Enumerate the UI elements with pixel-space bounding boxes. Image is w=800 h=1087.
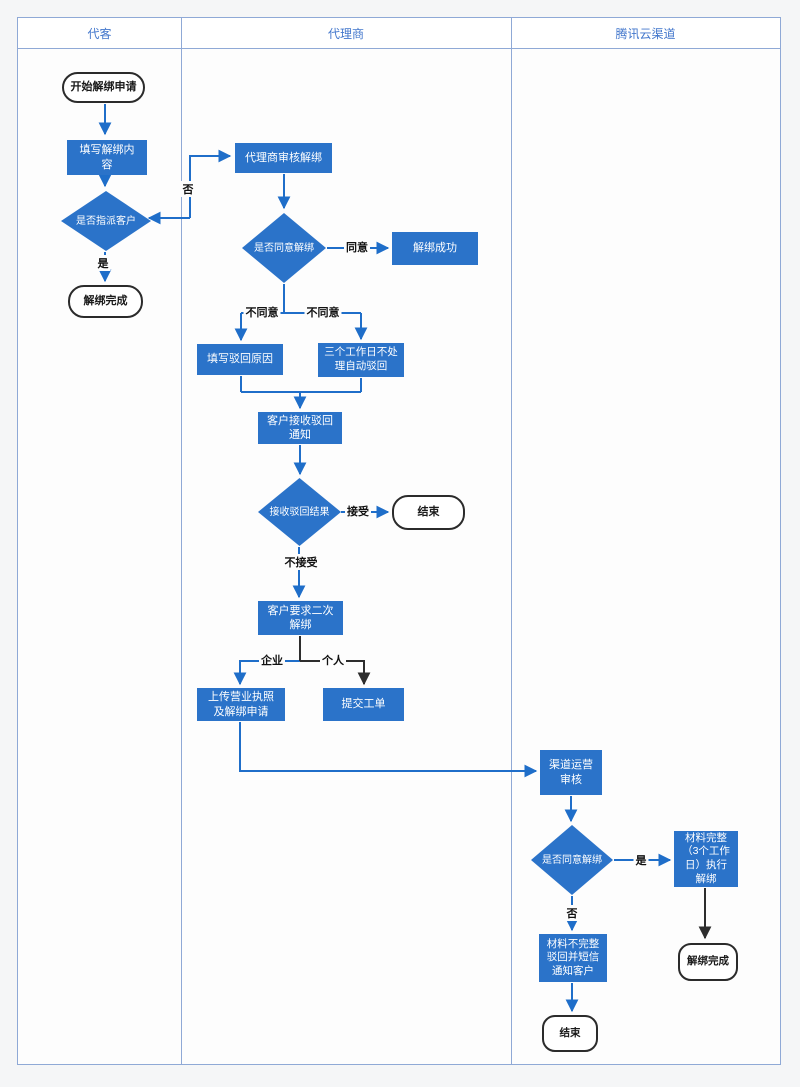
- node-end-channel: 结束: [542, 1015, 598, 1052]
- node-submit-ticket: 提交工单: [323, 688, 404, 721]
- node-fill-unbind-content: 填写解绑内 容: [67, 140, 147, 175]
- node-agent-review-unbind: 代理商审核解绑: [235, 143, 332, 173]
- edge-label-disagree-left: 不同意: [243, 304, 281, 320]
- edge-label-yes-channel: 是: [633, 852, 649, 868]
- node-materials-complete-execute-unbind: 材料完整 （3个工作 日）执行 解绑: [674, 831, 738, 887]
- node-auto-reject-3-days: 三个工作日不处 理自动驳回: [318, 343, 404, 377]
- edge-label-no-channel: 否: [564, 905, 580, 921]
- lane-title-agent: 代理商: [327, 26, 364, 41]
- edge-label-accept: 接受: [345, 503, 371, 519]
- node-unbind-success: 解绑成功: [392, 232, 478, 265]
- edge-label-personal: 个人: [320, 652, 346, 668]
- lane-title-channel: 腾讯云渠道: [615, 26, 676, 41]
- node-unbind-complete-channel: 解绑完成: [678, 943, 738, 981]
- node-start-unbind-request: 开始解绑申请: [62, 72, 145, 103]
- edge-label-agree: 同意: [344, 239, 370, 255]
- lane-divider-1: [181, 18, 182, 1064]
- node-end-accept: 结束: [392, 495, 465, 530]
- lane-title-customer: 代客: [87, 26, 112, 41]
- lane-divider-2: [511, 18, 512, 1064]
- edge-label-yes-assign: 是: [95, 255, 111, 271]
- node-materials-incomplete-reject-sms: 材料不完整 驳回并短信 通知客户: [539, 934, 607, 982]
- node-unbind-complete-customer: 解绑完成: [68, 285, 143, 318]
- node-upload-license-and-application: 上传营业执照 及解绑申请: [197, 688, 285, 721]
- edge-label-not-accept: 不接受: [282, 554, 320, 570]
- edge-label-disagree-right: 不同意: [304, 304, 342, 320]
- node-channel-operation-review: 渠道运营 审核: [540, 750, 602, 795]
- node-second-unbind-request: 客户要求二次 解绑: [258, 601, 343, 635]
- node-fill-reject-reason: 填写驳回原因: [197, 344, 283, 375]
- lane-header-row: 代客 代理商 腾讯云渠道: [18, 18, 780, 49]
- node-customer-receive-reject-notice: 客户接收驳回 通知: [258, 412, 342, 444]
- edge-label-enterprise: 企业: [259, 652, 285, 668]
- swimlane-frame: 代客 代理商 腾讯云渠道: [17, 17, 781, 1065]
- edge-label-no-assign: 否: [180, 181, 196, 197]
